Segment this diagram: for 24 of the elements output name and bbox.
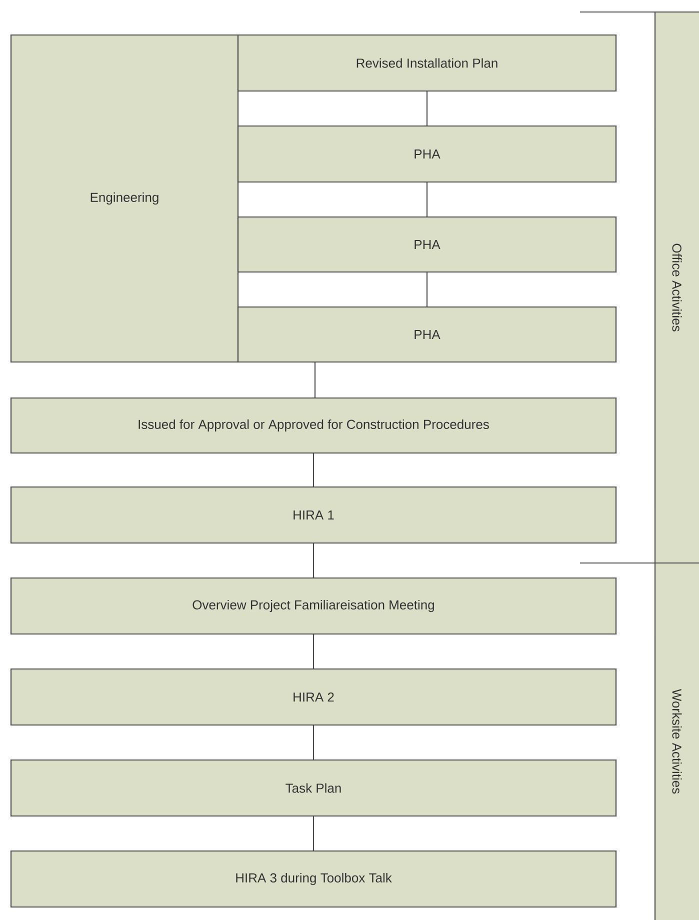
swimlane-band: Office Activities <box>579 11 699 564</box>
process-box: Revised Installation Plan <box>237 34 617 92</box>
process-box: Task Plan <box>10 759 617 817</box>
process-box: PHA <box>237 306 617 363</box>
connector-line <box>312 725 314 760</box>
process-box: Issued for Approval or Approved for Construction Procedures <box>10 397 617 454</box>
connector-line <box>426 272 428 307</box>
process-box: PHA <box>237 216 617 273</box>
connector-line <box>312 816 314 851</box>
process-box: Engineering <box>10 34 239 363</box>
connector-line <box>312 453 314 487</box>
node-label: Office Activities <box>672 244 682 332</box>
process-box: PHA <box>237 125 617 183</box>
swimlane-band: Worksite Activities <box>579 562 699 920</box>
connector-line <box>314 362 316 398</box>
node-label: Worksite Activities <box>672 688 682 794</box>
connector-line <box>312 634 314 669</box>
process-box: HIRA 2 <box>10 668 617 726</box>
process-box: Overview Project Familiareisation Meeting <box>10 577 617 635</box>
connector-line <box>426 182 428 217</box>
process-box: HIRA 1 <box>10 486 617 544</box>
process-box: HIRA 3 during Toolbox Talk <box>10 850 617 908</box>
connector-line <box>312 543 314 578</box>
connector-line <box>426 91 428 126</box>
